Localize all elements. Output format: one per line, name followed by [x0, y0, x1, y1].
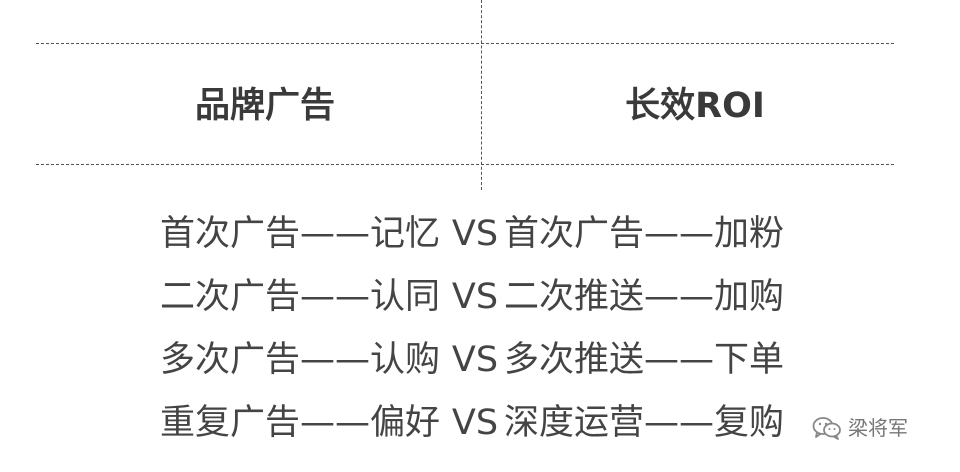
bottom-dashed-divider: [36, 164, 894, 165]
top-dashed-divider: [36, 43, 894, 44]
vertical-divider: [481, 0, 482, 190]
vs-label: VS: [451, 340, 499, 380]
row-left-text: 多次广告——认购: [160, 340, 441, 380]
watermark: 梁将军: [812, 412, 908, 444]
row-right-text: 多次推送——下单: [504, 340, 785, 380]
header-brand-ads: 品牌广告: [194, 86, 335, 126]
wechat-icon: [812, 416, 842, 440]
row-right-text: 首次广告——加粉: [504, 214, 785, 254]
vs-label: VS: [451, 214, 499, 254]
row-left-text: 重复广告——偏好: [160, 403, 441, 443]
row-right-text: 深度运营——复购: [504, 403, 785, 443]
vs-label: VS: [451, 403, 499, 443]
row-left-text: 二次广告——认同: [160, 277, 441, 317]
vs-label: VS: [451, 277, 499, 317]
watermark-text: 梁将军: [848, 416, 908, 440]
row-left-text: 首次广告——记忆: [160, 214, 441, 254]
row-right-text: 二次推送——加购: [504, 277, 785, 317]
header-long-term-roi: 长效ROI: [625, 86, 765, 126]
